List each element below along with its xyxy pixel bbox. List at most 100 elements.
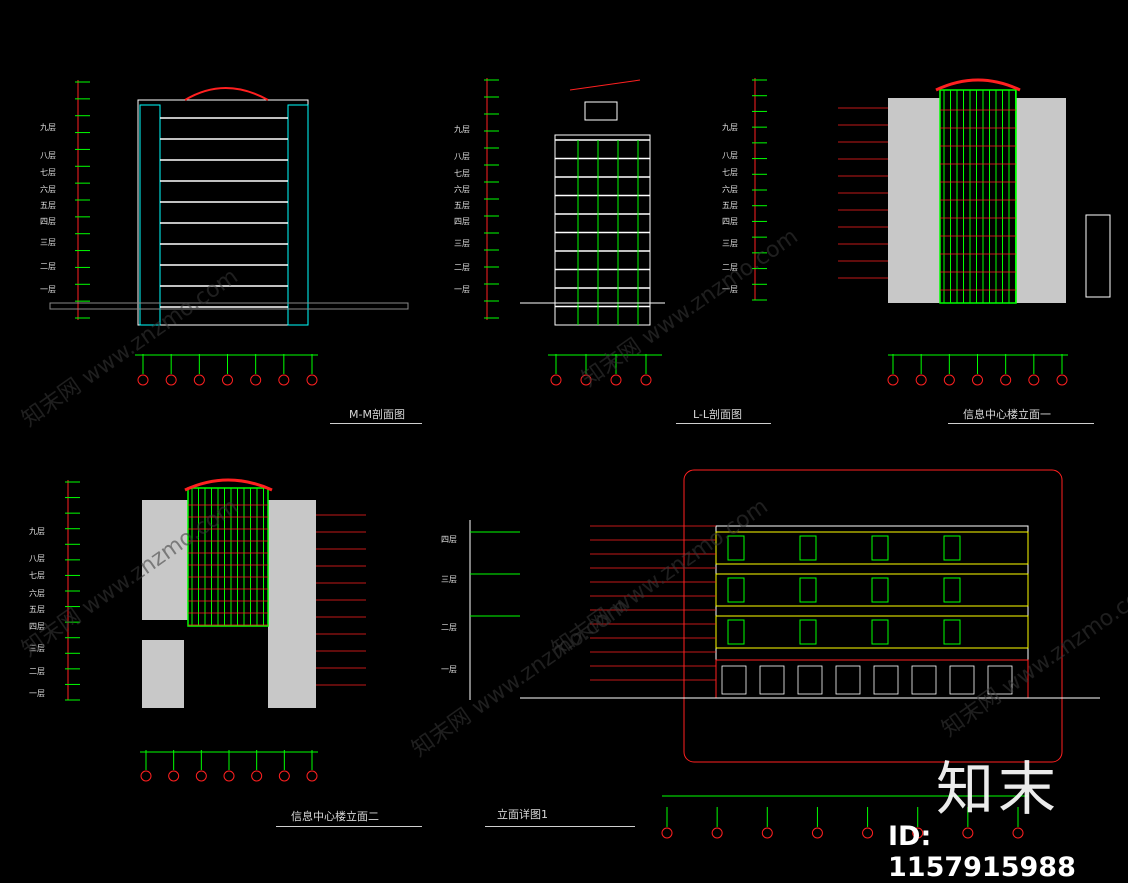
- e1-floor-label: 九层: [722, 123, 738, 132]
- e1-floor-label: 八层: [722, 151, 738, 160]
- mm-floor-label: 九层: [40, 123, 56, 132]
- grid-bubble: [278, 770, 290, 782]
- ll-floor-label: 一层: [454, 285, 470, 294]
- mm-floor-label: 八层: [40, 151, 56, 160]
- window-frame: [799, 619, 817, 645]
- e2-floor-label: 八层: [29, 554, 45, 563]
- e2-floor-label: 二层: [29, 667, 45, 676]
- base-panel: [835, 665, 861, 695]
- window-frame: [871, 619, 889, 645]
- grid-bubble: [550, 374, 562, 386]
- ll-floor-label: 二层: [454, 263, 470, 272]
- base-panel: [873, 665, 899, 695]
- window-frame: [943, 535, 961, 561]
- mm-floor-label: 二层: [40, 262, 56, 271]
- grid-bubble: [137, 374, 149, 386]
- mm-title-underline: [330, 423, 422, 424]
- grid-bubble: [165, 374, 177, 386]
- window-frame: [943, 619, 961, 645]
- ll-floor-label: 七层: [454, 169, 470, 178]
- base-panel: [759, 665, 785, 695]
- detail-floor-label: 三层: [441, 575, 457, 584]
- window-frame: [799, 577, 817, 603]
- window-frame: [943, 577, 961, 603]
- base-panel: [797, 665, 823, 695]
- grid-bubble: [251, 770, 263, 782]
- grid-bubble: [1028, 374, 1040, 386]
- grid-bubble: [1056, 374, 1068, 386]
- detail-elevation-title: 立面详图1: [497, 808, 548, 821]
- e1-floor-label: 五层: [722, 201, 738, 210]
- grid-bubble: [887, 374, 899, 386]
- grid-bubble: [811, 827, 823, 839]
- window-frame: [871, 577, 889, 603]
- ll-title-underline: [676, 423, 771, 424]
- ll-section-title: L-L剖面图: [693, 408, 743, 421]
- grid-bubble: [912, 827, 924, 839]
- e2-floor-label: 九层: [29, 527, 45, 536]
- mm-section-drawing: [49, 80, 409, 386]
- e1-floor-label: 六层: [722, 185, 738, 194]
- window-frame: [871, 535, 889, 561]
- grid-bubble: [972, 374, 983, 386]
- mm-floor-label: 四层: [40, 217, 56, 226]
- mm-floor-label: 六层: [40, 185, 56, 194]
- grid-bubble: [943, 374, 955, 386]
- elevation-one-underline: [948, 423, 1094, 424]
- elevation-one-title: 信息中心楼立面一: [963, 408, 1051, 421]
- ll-floor-label: 四层: [454, 217, 470, 226]
- mm-floor-label: 七层: [40, 168, 56, 177]
- ll-floor-label: 六层: [454, 185, 470, 194]
- ll-section-drawing: [484, 78, 665, 386]
- grid-bubble: [761, 827, 773, 839]
- e1-floor-label: 一层: [722, 285, 738, 294]
- base-panel: [911, 665, 937, 695]
- window-frame: [799, 535, 817, 561]
- window-frame: [727, 535, 745, 561]
- grid-bubble: [862, 827, 874, 839]
- e1-floor-label: 二层: [722, 263, 738, 272]
- mm-floor-label: 五层: [40, 201, 56, 210]
- grid-bubble: [193, 374, 205, 386]
- e2-floor-label: 一层: [29, 689, 45, 698]
- detail-floor-label: 四层: [441, 535, 457, 544]
- detail-title-underline: [485, 826, 635, 827]
- znzmo-logo-text: 知末: [936, 755, 1061, 823]
- e1-floor-label: 三层: [722, 239, 738, 248]
- e2-floor-label: 七层: [29, 571, 45, 580]
- base-panel: [987, 665, 1013, 695]
- ll-floor-label: 八层: [454, 152, 470, 161]
- mm-floor-label: 一层: [40, 285, 56, 294]
- elevation-two-title: 信息中心楼立面二: [291, 810, 379, 823]
- e2-floor-label: 六层: [29, 589, 45, 598]
- window-band: [715, 615, 1029, 649]
- grid-bubble: [610, 374, 622, 386]
- ll-floor-label: 五层: [454, 201, 470, 210]
- grid-bubble: [195, 770, 207, 782]
- grid-bubble: [306, 770, 318, 782]
- elevation-two-drawing: [65, 478, 366, 782]
- grid-bubble: [306, 374, 318, 386]
- window-frame: [727, 577, 745, 603]
- grid-bubble: [915, 374, 927, 386]
- e1-floor-label: 四层: [722, 217, 738, 226]
- elevation-one-drawing: [752, 78, 1111, 386]
- e2-floor-label: 五层: [29, 605, 45, 614]
- grid-bubble: [223, 770, 235, 782]
- window-band: [715, 531, 1029, 565]
- ll-floor-label: 九层: [454, 125, 470, 134]
- e2-floor-label: 四层: [29, 622, 45, 631]
- grid-bubble: [278, 374, 290, 386]
- e2-floor-label: 三层: [29, 644, 45, 653]
- watermark-id: ID: 1157915988: [888, 821, 1076, 883]
- grid-bubble: [222, 374, 233, 386]
- detail-elevation-drawing: [469, 469, 1100, 839]
- grid-bubble: [250, 374, 262, 386]
- grid-bubble: [140, 770, 152, 782]
- mm-section-title: M-M剖面图: [349, 408, 405, 421]
- grid-bubble: [711, 827, 723, 839]
- grid-bubble: [640, 374, 652, 386]
- detail-floor-label: 一层: [441, 665, 457, 674]
- base-panel: [721, 665, 747, 695]
